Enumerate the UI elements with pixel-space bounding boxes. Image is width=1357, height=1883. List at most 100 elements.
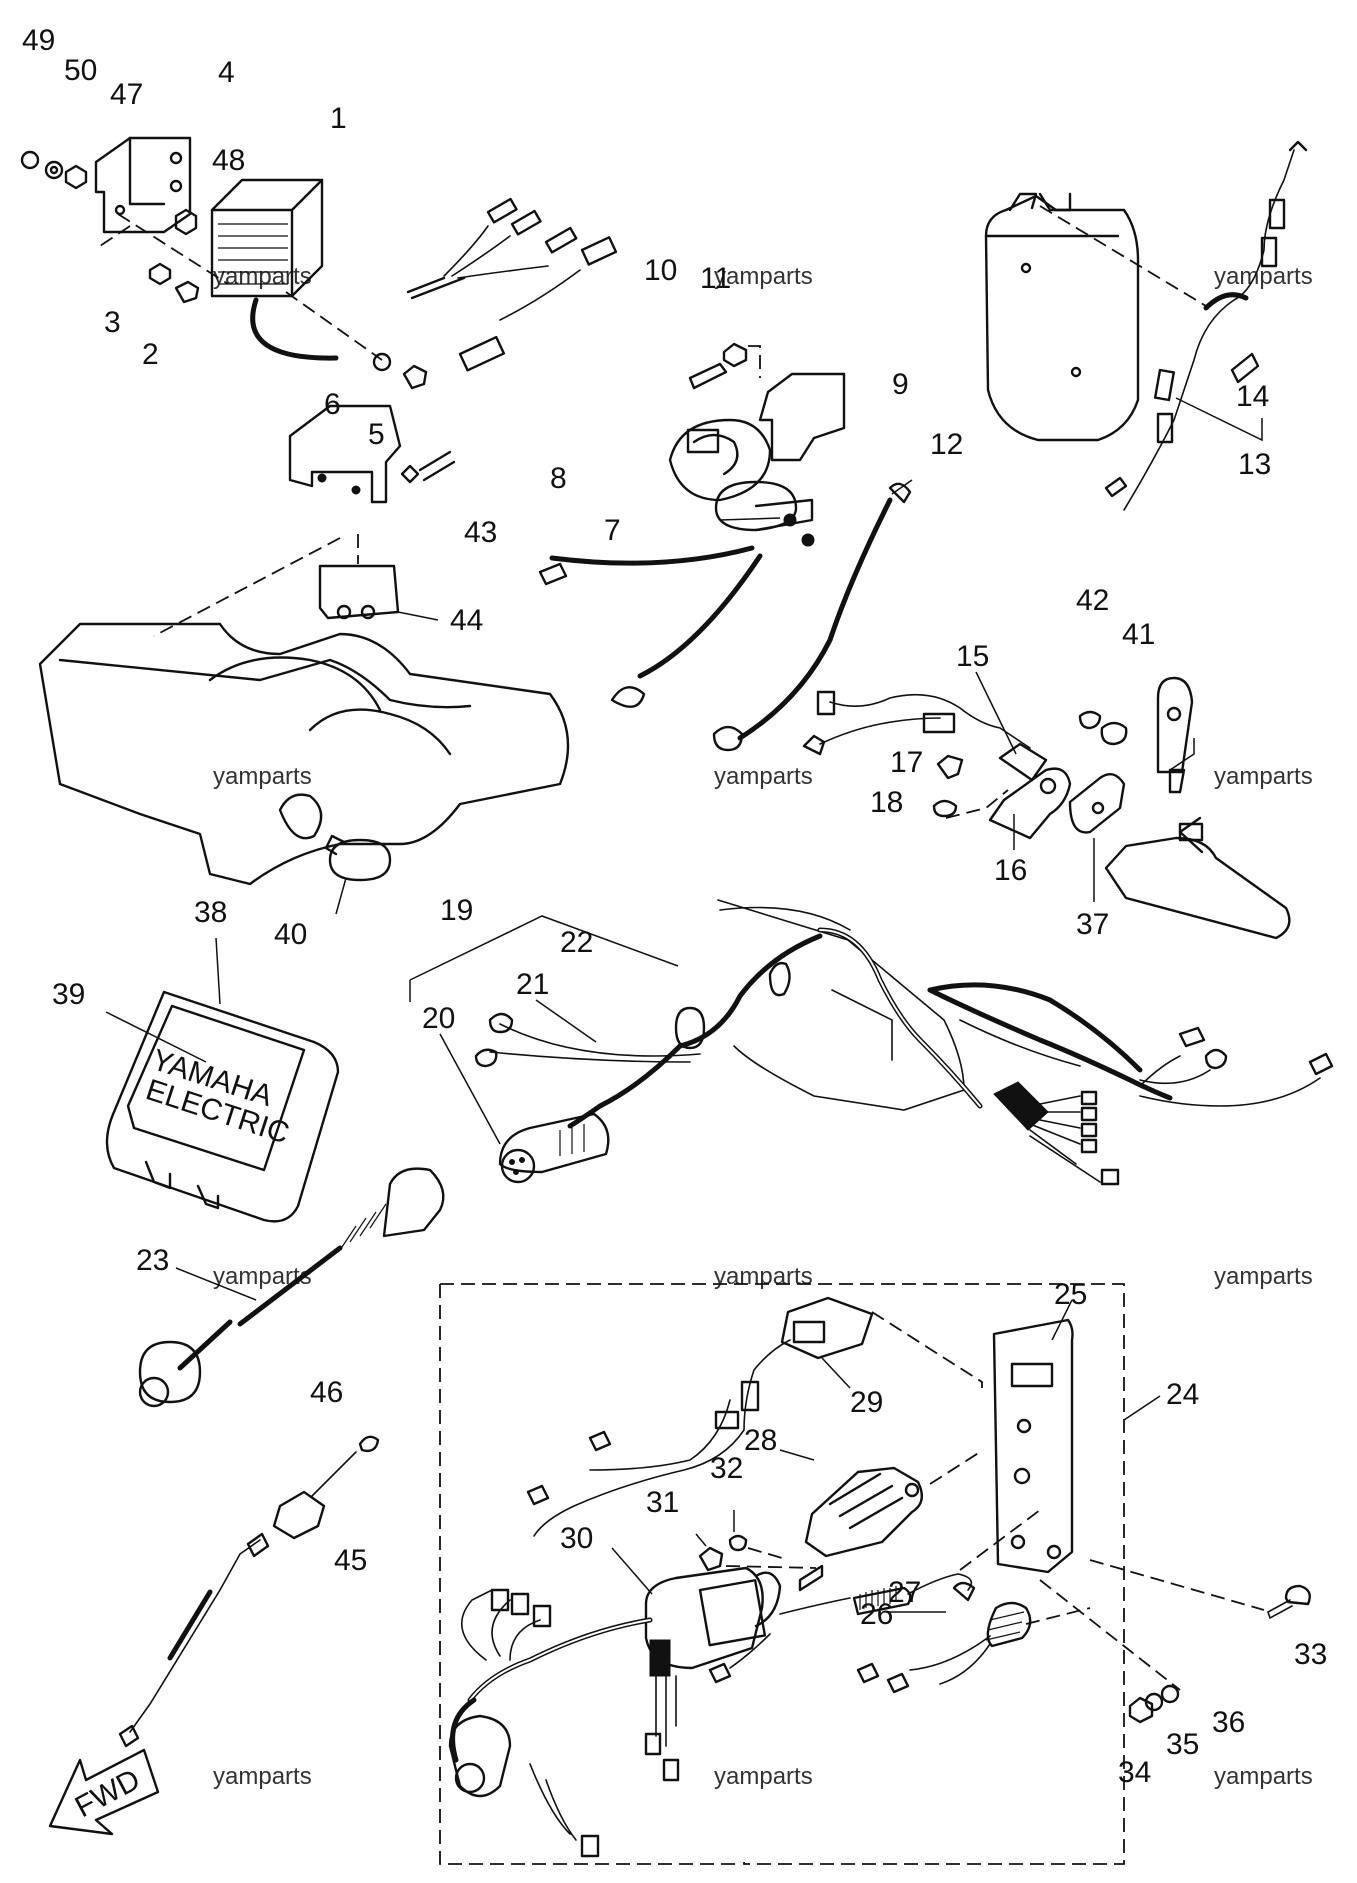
switch-leads <box>461 1589 541 1661</box>
harness-branch <box>959 1019 1081 1067</box>
fwd-arrow <box>48 1748 160 1836</box>
panel-25-cutout <box>1010 1362 1054 1388</box>
label-36: 36 <box>1212 1706 1245 1739</box>
watermark: yamparts <box>714 1263 813 1290</box>
wire-terminal <box>532 1604 552 1628</box>
label-28: 28 <box>744 1424 777 1457</box>
bracket-line <box>409 980 411 1002</box>
label-1: 1 <box>330 102 347 135</box>
watermark: yamparts <box>1214 763 1313 790</box>
assembly-line <box>285 291 383 361</box>
harness-terminal <box>1080 1122 1098 1138</box>
harness-terminal <box>1080 1090 1098 1106</box>
label-26: 26 <box>860 1598 893 1631</box>
wire-terminal <box>644 1732 662 1756</box>
connector-pin <box>509 1159 515 1165</box>
leader-38 <box>215 937 221 1005</box>
leader-31 <box>695 1533 707 1547</box>
pad-44 <box>318 564 400 620</box>
nut-49 <box>20 150 40 170</box>
switch-30-connector <box>448 1714 512 1798</box>
panel-25 <box>992 1318 1074 1574</box>
screw-31 <box>698 1546 724 1572</box>
lanyard-clip <box>798 1564 824 1592</box>
rectifier-wire <box>250 297 339 361</box>
screw-5 <box>402 364 428 390</box>
assembly-line <box>871 1311 983 1388</box>
label-39: 39 <box>52 978 85 1011</box>
label-21: 21 <box>516 968 549 1001</box>
connector <box>1153 368 1175 402</box>
cdi-box-group <box>984 140 1308 511</box>
label-49: 49 <box>22 24 55 57</box>
screw-33-shaft <box>1267 1599 1293 1620</box>
cable-45 <box>129 1451 357 1733</box>
leader-12 <box>891 479 913 495</box>
link-37 <box>1068 772 1126 834</box>
leader-7 <box>719 517 781 521</box>
engine-block-group <box>38 404 570 915</box>
leader-21 <box>535 999 597 1043</box>
terminal <box>458 335 506 372</box>
label-48: 48 <box>212 144 245 177</box>
watermarks: yamparts yamparts yamparts yamparts yamp… <box>213 263 1313 1790</box>
watermark: yamparts <box>1214 1263 1313 1290</box>
nut-34 <box>1128 1696 1154 1724</box>
washer-18 <box>932 799 958 818</box>
coil-turns <box>859 1586 897 1610</box>
part-labels: 1 2 3 4 5 6 7 8 9 10 11 12 13 14 15 16 1… <box>22 24 1327 1789</box>
pad-44-hole <box>360 604 376 620</box>
ring-terminal <box>610 686 646 708</box>
label-10: 10 <box>644 254 677 287</box>
label-8: 8 <box>550 462 567 495</box>
engine-casting <box>38 622 570 886</box>
cable-23-connector <box>382 1167 445 1238</box>
harness-terminal <box>1080 1106 1098 1122</box>
connector-45 <box>272 1490 326 1540</box>
harness-branch <box>927 982 1143 1073</box>
switch-29-wire <box>589 1399 731 1471</box>
label-12: 12 <box>930 428 963 461</box>
bracket-hole <box>169 151 183 165</box>
leader-40 <box>335 877 347 915</box>
switch-leads <box>655 1675 677 1747</box>
assembly-line <box>748 345 761 378</box>
screw-2 <box>174 280 200 304</box>
washer-32 <box>728 1534 748 1552</box>
wire-terminal <box>526 1484 550 1506</box>
battery-cable-12 <box>737 497 893 741</box>
label-50: 50 <box>64 54 97 87</box>
wire-terminal <box>510 1592 530 1616</box>
label-45: 45 <box>334 1544 367 1577</box>
hull-edge <box>831 989 893 1061</box>
terminal <box>510 209 542 236</box>
label-29: 29 <box>850 1386 883 1419</box>
washer-3 <box>148 262 172 286</box>
bracket-hole <box>169 179 183 193</box>
harness-20 <box>567 1043 683 1129</box>
label-15: 15 <box>956 640 989 673</box>
switch-leads <box>529 1763 577 1841</box>
bracket-16 <box>988 767 1072 840</box>
lanyard-coil-27 <box>852 1586 912 1616</box>
switch-connector <box>816 690 836 716</box>
label-42: 42 <box>1076 584 1109 617</box>
harness-terminal <box>1204 1048 1228 1070</box>
connector-ribs <box>339 1203 387 1251</box>
wire-terminal <box>1104 476 1128 498</box>
sensor-threads <box>985 1611 1025 1641</box>
screw-17 <box>936 754 964 780</box>
connector-face <box>454 1762 486 1794</box>
label-46: 46 <box>310 1376 343 1409</box>
harness-branch <box>927 987 1173 1101</box>
wire-connector <box>740 1380 760 1412</box>
rectifier-lead <box>499 269 581 321</box>
watermark: yamparts <box>213 1763 312 1790</box>
cdi-box-hole <box>1070 366 1082 378</box>
harness-terminal <box>1308 1052 1334 1076</box>
wire-terminal <box>886 1672 910 1694</box>
hull-edge <box>717 899 965 1111</box>
washer-6 <box>372 352 392 372</box>
label-38: 38 <box>194 896 227 929</box>
label-32: 32 <box>710 1452 743 1485</box>
